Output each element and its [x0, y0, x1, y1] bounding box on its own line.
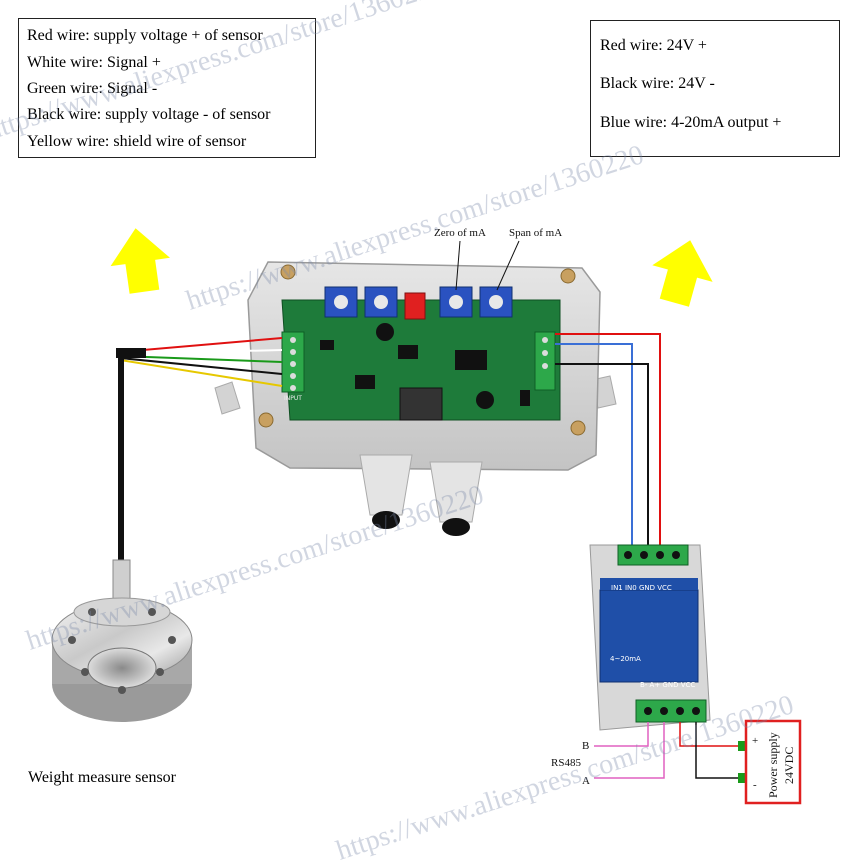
legend-line-yellow: Yellow wire: shield wire of sensor — [27, 133, 247, 150]
module-bottom-wires — [594, 722, 746, 783]
power-supply-box — [744, 719, 802, 805]
dip-switch — [404, 292, 426, 320]
legend-line-red: Red wire: supply voltage + of sensor — [27, 27, 263, 44]
watermark-4: https://www.aliexpress.com/store/1360220 — [333, 689, 798, 862]
legend-line-black: Black wire: supply voltage - of sensor — [27, 106, 271, 123]
up-arrow-left-icon — [110, 228, 170, 294]
psu-plus-label: + — [752, 735, 758, 747]
transmitter-pcb — [281, 286, 561, 421]
psu-minus-label: - — [753, 779, 757, 791]
wire-b-label: B — [582, 740, 589, 752]
legend-line-green: Green wire: Signal - — [27, 80, 158, 97]
psu-line-2: 24VDC — [782, 747, 796, 784]
watermark-1: https://www.aliexpress.com/store/1360220 — [0, 0, 448, 147]
zero-of-ma-label: Zero of mA — [434, 227, 486, 239]
module-mode-label: 4~20mA — [610, 655, 641, 663]
legend-line-24v-plus: Red wire: 24V + — [600, 37, 707, 54]
module-bottom-terminal-labels: B- A+ GND VCC — [640, 681, 695, 689]
output-wires — [555, 333, 661, 554]
legend-line-24v-minus: Black wire: 24V - — [600, 75, 715, 92]
rs485-label: RS485 — [551, 757, 581, 769]
legend-line-4-20ma: Blue wire: 4-20mA output + — [600, 114, 782, 131]
wire-a-label: A — [582, 775, 590, 787]
current-to-rs485-module — [589, 544, 711, 731]
output-wire-legend: Red wire: 24V + Black wire: 24V - Blue w… — [590, 20, 840, 157]
module-top-terminal-labels: IN1 IN0 GND VCC — [611, 584, 672, 592]
sensor-caption: Weight measure sensor — [28, 769, 176, 786]
legend-line-white: White wire: Signal + — [27, 54, 161, 71]
input-label: INPUT — [284, 395, 302, 402]
output-terminal-block — [534, 331, 556, 391]
psu-line-1: Power supply — [766, 732, 780, 798]
load-cell-sensor — [51, 559, 193, 722]
cable-glands — [359, 454, 483, 536]
sensor-wire-legend: Red wire: supply voltage + of sensor Whi… — [18, 18, 316, 158]
up-arrow-right-icon — [652, 240, 713, 307]
watermark-3: https://www.aliexpress.com/store/1360220 — [23, 479, 488, 656]
sensor-cable — [116, 337, 283, 560]
span-of-ma-label: Span of mA — [509, 227, 562, 239]
